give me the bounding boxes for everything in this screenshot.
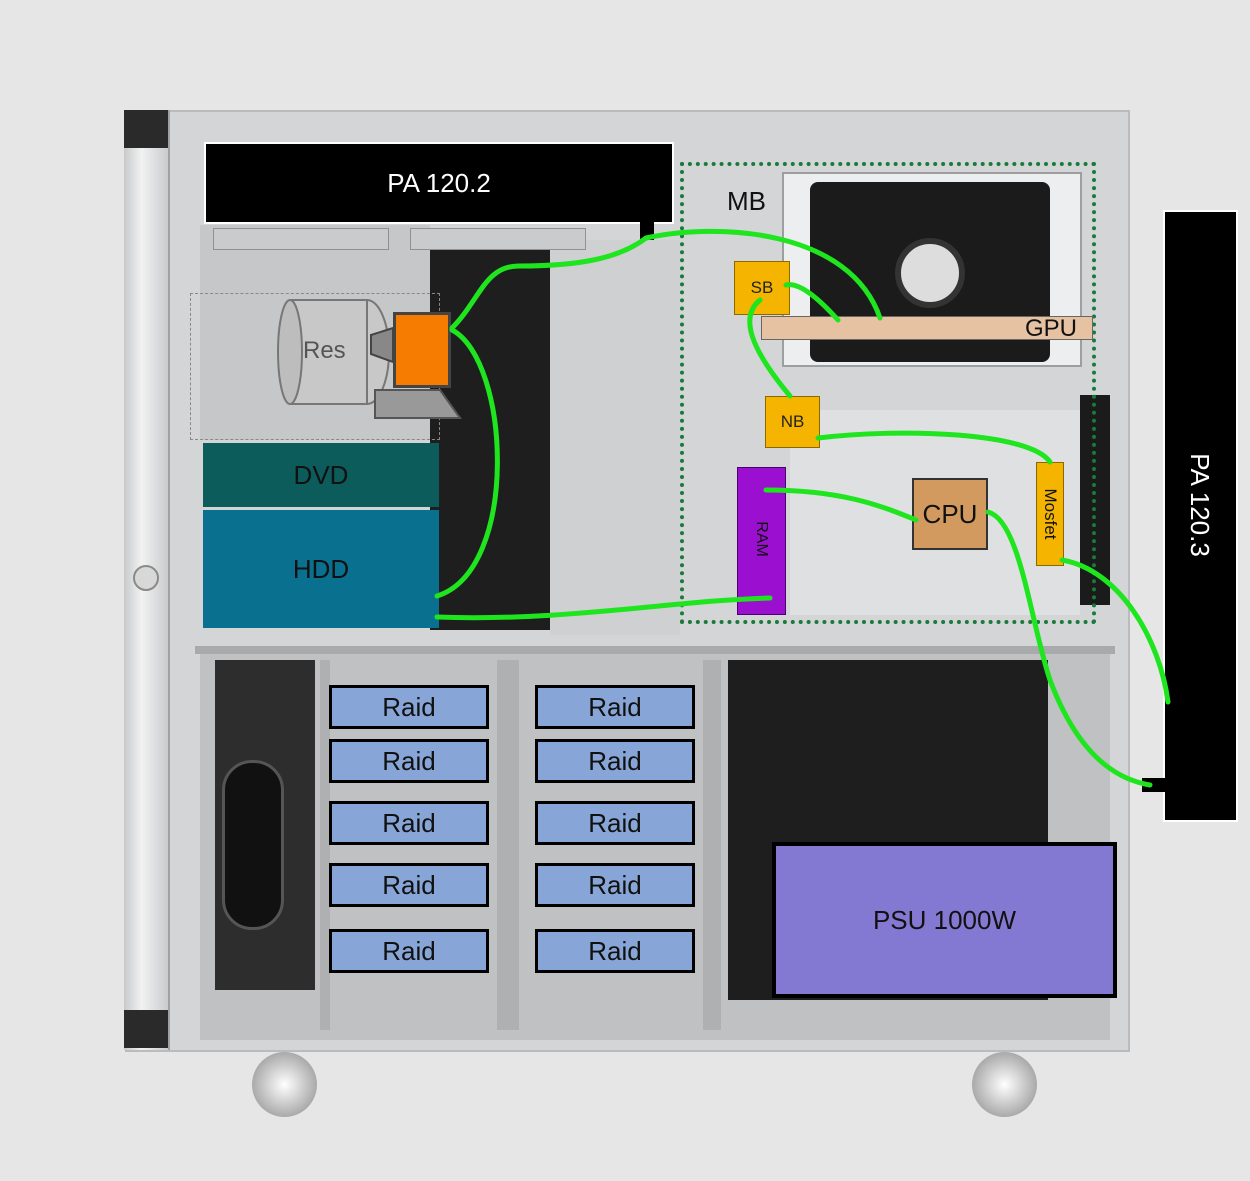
- wheel-right: [972, 1052, 1037, 1117]
- raid-label: Raid: [382, 807, 436, 838]
- raid-drive: Raid: [329, 739, 489, 783]
- raid-drive: Raid: [535, 929, 695, 973]
- southbridge-chip: SB: [734, 261, 790, 315]
- cage-divider-3: [703, 660, 721, 1030]
- raid-drive: Raid: [535, 863, 695, 907]
- raid-label: Raid: [588, 935, 642, 966]
- radiator-top: PA 120.2: [204, 142, 674, 224]
- reservoir-front-cap: [277, 299, 303, 405]
- cage-divider-1: [320, 660, 330, 1030]
- psu-label: PSU 1000W: [872, 904, 1017, 935]
- ram-label: RAM: [753, 521, 770, 557]
- southbridge-label: SB: [750, 278, 774, 297]
- raid-drive: Raid: [535, 739, 695, 783]
- drive-slot-1: [213, 228, 389, 250]
- fan-center: [895, 238, 965, 308]
- raid-drive: Raid: [329, 863, 489, 907]
- fan-circle-left: [222, 760, 284, 930]
- radiator-side-label-wrap: PA 120.3: [1165, 355, 1235, 655]
- radiator-side: [1163, 210, 1238, 822]
- ram-label-wrap: RAM: [746, 489, 776, 589]
- rail-knob: [133, 565, 159, 591]
- raid-label: Raid: [588, 745, 642, 776]
- cpu-block: CPU: [912, 478, 988, 550]
- dvd-label: DVD: [293, 459, 349, 490]
- raid-label: Raid: [588, 869, 642, 900]
- raid-drive: Raid: [535, 685, 695, 729]
- hdd-label: HDD: [292, 553, 350, 584]
- raid-label: Raid: [382, 745, 436, 776]
- mosfet-label-wrap: Mosfet: [1036, 464, 1064, 564]
- raid-drive: Raid: [329, 929, 489, 973]
- raid-label: Raid: [382, 691, 436, 722]
- cage-divider-2: [497, 660, 519, 1030]
- pump: [393, 312, 451, 388]
- raid-drive: Raid: [329, 801, 489, 845]
- raid-drive: Raid: [535, 801, 695, 845]
- rail-cap-top: [124, 110, 168, 148]
- northbridge-chip: NB: [765, 396, 820, 448]
- radiator-side-port: [1142, 778, 1167, 792]
- radiator-top-port: [640, 222, 654, 240]
- raid-label: Raid: [382, 869, 436, 900]
- reservoir-label: Res: [303, 337, 346, 364]
- psu: PSU 1000W: [772, 842, 1117, 998]
- mid-plate: [550, 240, 680, 635]
- raid-label: Raid: [588, 807, 642, 838]
- raid-label: Raid: [588, 691, 642, 722]
- raid-drive: Raid: [329, 685, 489, 729]
- motherboard-label: MB: [727, 186, 766, 216]
- pump-base: [374, 389, 462, 419]
- mosfet-label: Mosfet: [1041, 488, 1060, 540]
- compartment-divider: [195, 646, 1115, 654]
- cpu-label: CPU: [922, 498, 978, 529]
- wheel-left: [252, 1052, 317, 1117]
- gpu-label: GPU: [1025, 315, 1078, 342]
- raid-label: Raid: [382, 935, 436, 966]
- radiator-top-label: PA 120.2: [387, 167, 491, 198]
- drive-slot-2: [410, 228, 586, 250]
- rail-cap-bottom: [124, 1010, 168, 1048]
- motherboard-outline: [680, 162, 1096, 624]
- hdd-drive: HDD: [203, 510, 439, 628]
- dvd-drive: DVD: [203, 443, 439, 507]
- northbridge-label: NB: [780, 412, 805, 431]
- radiator-side-label: PA 120.3: [1185, 453, 1216, 557]
